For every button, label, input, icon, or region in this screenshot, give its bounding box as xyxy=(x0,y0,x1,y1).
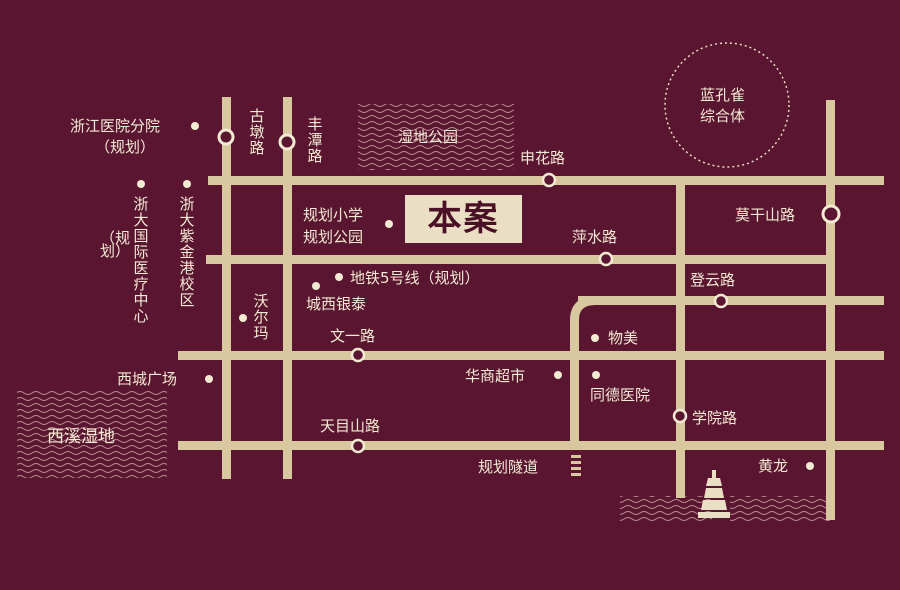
lanking-label: 蓝孔雀 xyxy=(700,86,746,104)
road-dengyun xyxy=(578,296,884,305)
road-gudun xyxy=(222,97,231,479)
gudun-road-label: 古墩路 xyxy=(249,107,265,157)
road-tianmushan xyxy=(178,441,884,450)
lake-waves-right xyxy=(730,496,830,522)
planned-school-label: 规划小学 xyxy=(303,206,364,224)
zhejiang-hospital-note: （规划） xyxy=(95,138,156,156)
tianmushan-road-label: 天目山路 xyxy=(320,417,381,435)
road-tunnel-bend xyxy=(570,296,600,321)
pagoda-icon xyxy=(698,470,730,518)
planned-park-label: 规划公园 xyxy=(303,228,364,246)
wumei-label: 物美 xyxy=(608,329,639,347)
huashang-label: 华商超市 xyxy=(465,367,526,385)
huanglong-label: 黄龙 xyxy=(758,457,789,475)
tunnel-label: 规划隧道 xyxy=(478,458,539,476)
road-moganshan xyxy=(826,100,835,520)
wetland-park-area xyxy=(358,104,514,170)
metro-stations xyxy=(217,128,841,224)
wenyi-road-label: 文一路 xyxy=(330,327,376,345)
walmart-label: 沃尔玛 xyxy=(253,292,269,342)
marker-pingshui xyxy=(598,251,614,267)
tunnel-marker xyxy=(571,455,581,476)
road-wenyi xyxy=(178,351,884,360)
xixi-wetland-area xyxy=(17,390,167,478)
metro-station-moganshan xyxy=(821,204,841,224)
marker-tianmushan xyxy=(350,438,366,454)
junction-markers xyxy=(350,172,729,454)
lake-waves-left xyxy=(620,496,712,522)
metro-line5-label: 地铁5号线（规划） xyxy=(350,269,480,287)
chengxi-yintai-label: 城西银泰 xyxy=(306,295,367,313)
xicheng-plaza-label: 西城广场 xyxy=(117,370,178,388)
shenhua-road-label: 申花路 xyxy=(520,149,566,167)
marker-xueyuan xyxy=(672,408,688,424)
wetland-park-label: 湿地公园 xyxy=(398,128,459,146)
road-fengtan xyxy=(283,97,292,479)
lanking-circle xyxy=(664,42,790,168)
metro-station-fengtan xyxy=(278,133,296,151)
marker-shenhua xyxy=(541,172,557,188)
zheda-medical-label: 浙大国际医疗中心 xyxy=(133,195,149,325)
marker-dengyun xyxy=(713,293,729,309)
road-tunnel-vertical xyxy=(570,318,579,448)
xixi-wetland-label: 西溪湿地 xyxy=(47,427,115,447)
moganshan-road-label: 莫干山路 xyxy=(735,206,796,224)
poi-dots xyxy=(137,122,814,470)
road-xueyuan xyxy=(676,178,685,498)
metro-station-gudun xyxy=(217,128,235,146)
marker-wenyi xyxy=(350,347,366,363)
pingshui-road-label: 萍水路 xyxy=(572,228,618,246)
zhejiang-hospital-label: 浙江医院分院 xyxy=(70,117,161,135)
project-label: 本案 xyxy=(405,195,522,243)
zheda-medical-note: （规划） xyxy=(100,229,131,260)
lanking-label-2: 综合体 xyxy=(700,107,746,125)
xueyuan-road-label: 学院路 xyxy=(692,409,738,427)
fengtan-road-label: 丰潭路 xyxy=(307,115,323,165)
dengyun-road-label: 登云路 xyxy=(690,271,736,289)
road-pingshui xyxy=(206,255,826,264)
zijingang-campus-label: 浙大紫金港校区 xyxy=(179,195,195,309)
tongde-hospital-label: 同德医院 xyxy=(590,386,651,404)
